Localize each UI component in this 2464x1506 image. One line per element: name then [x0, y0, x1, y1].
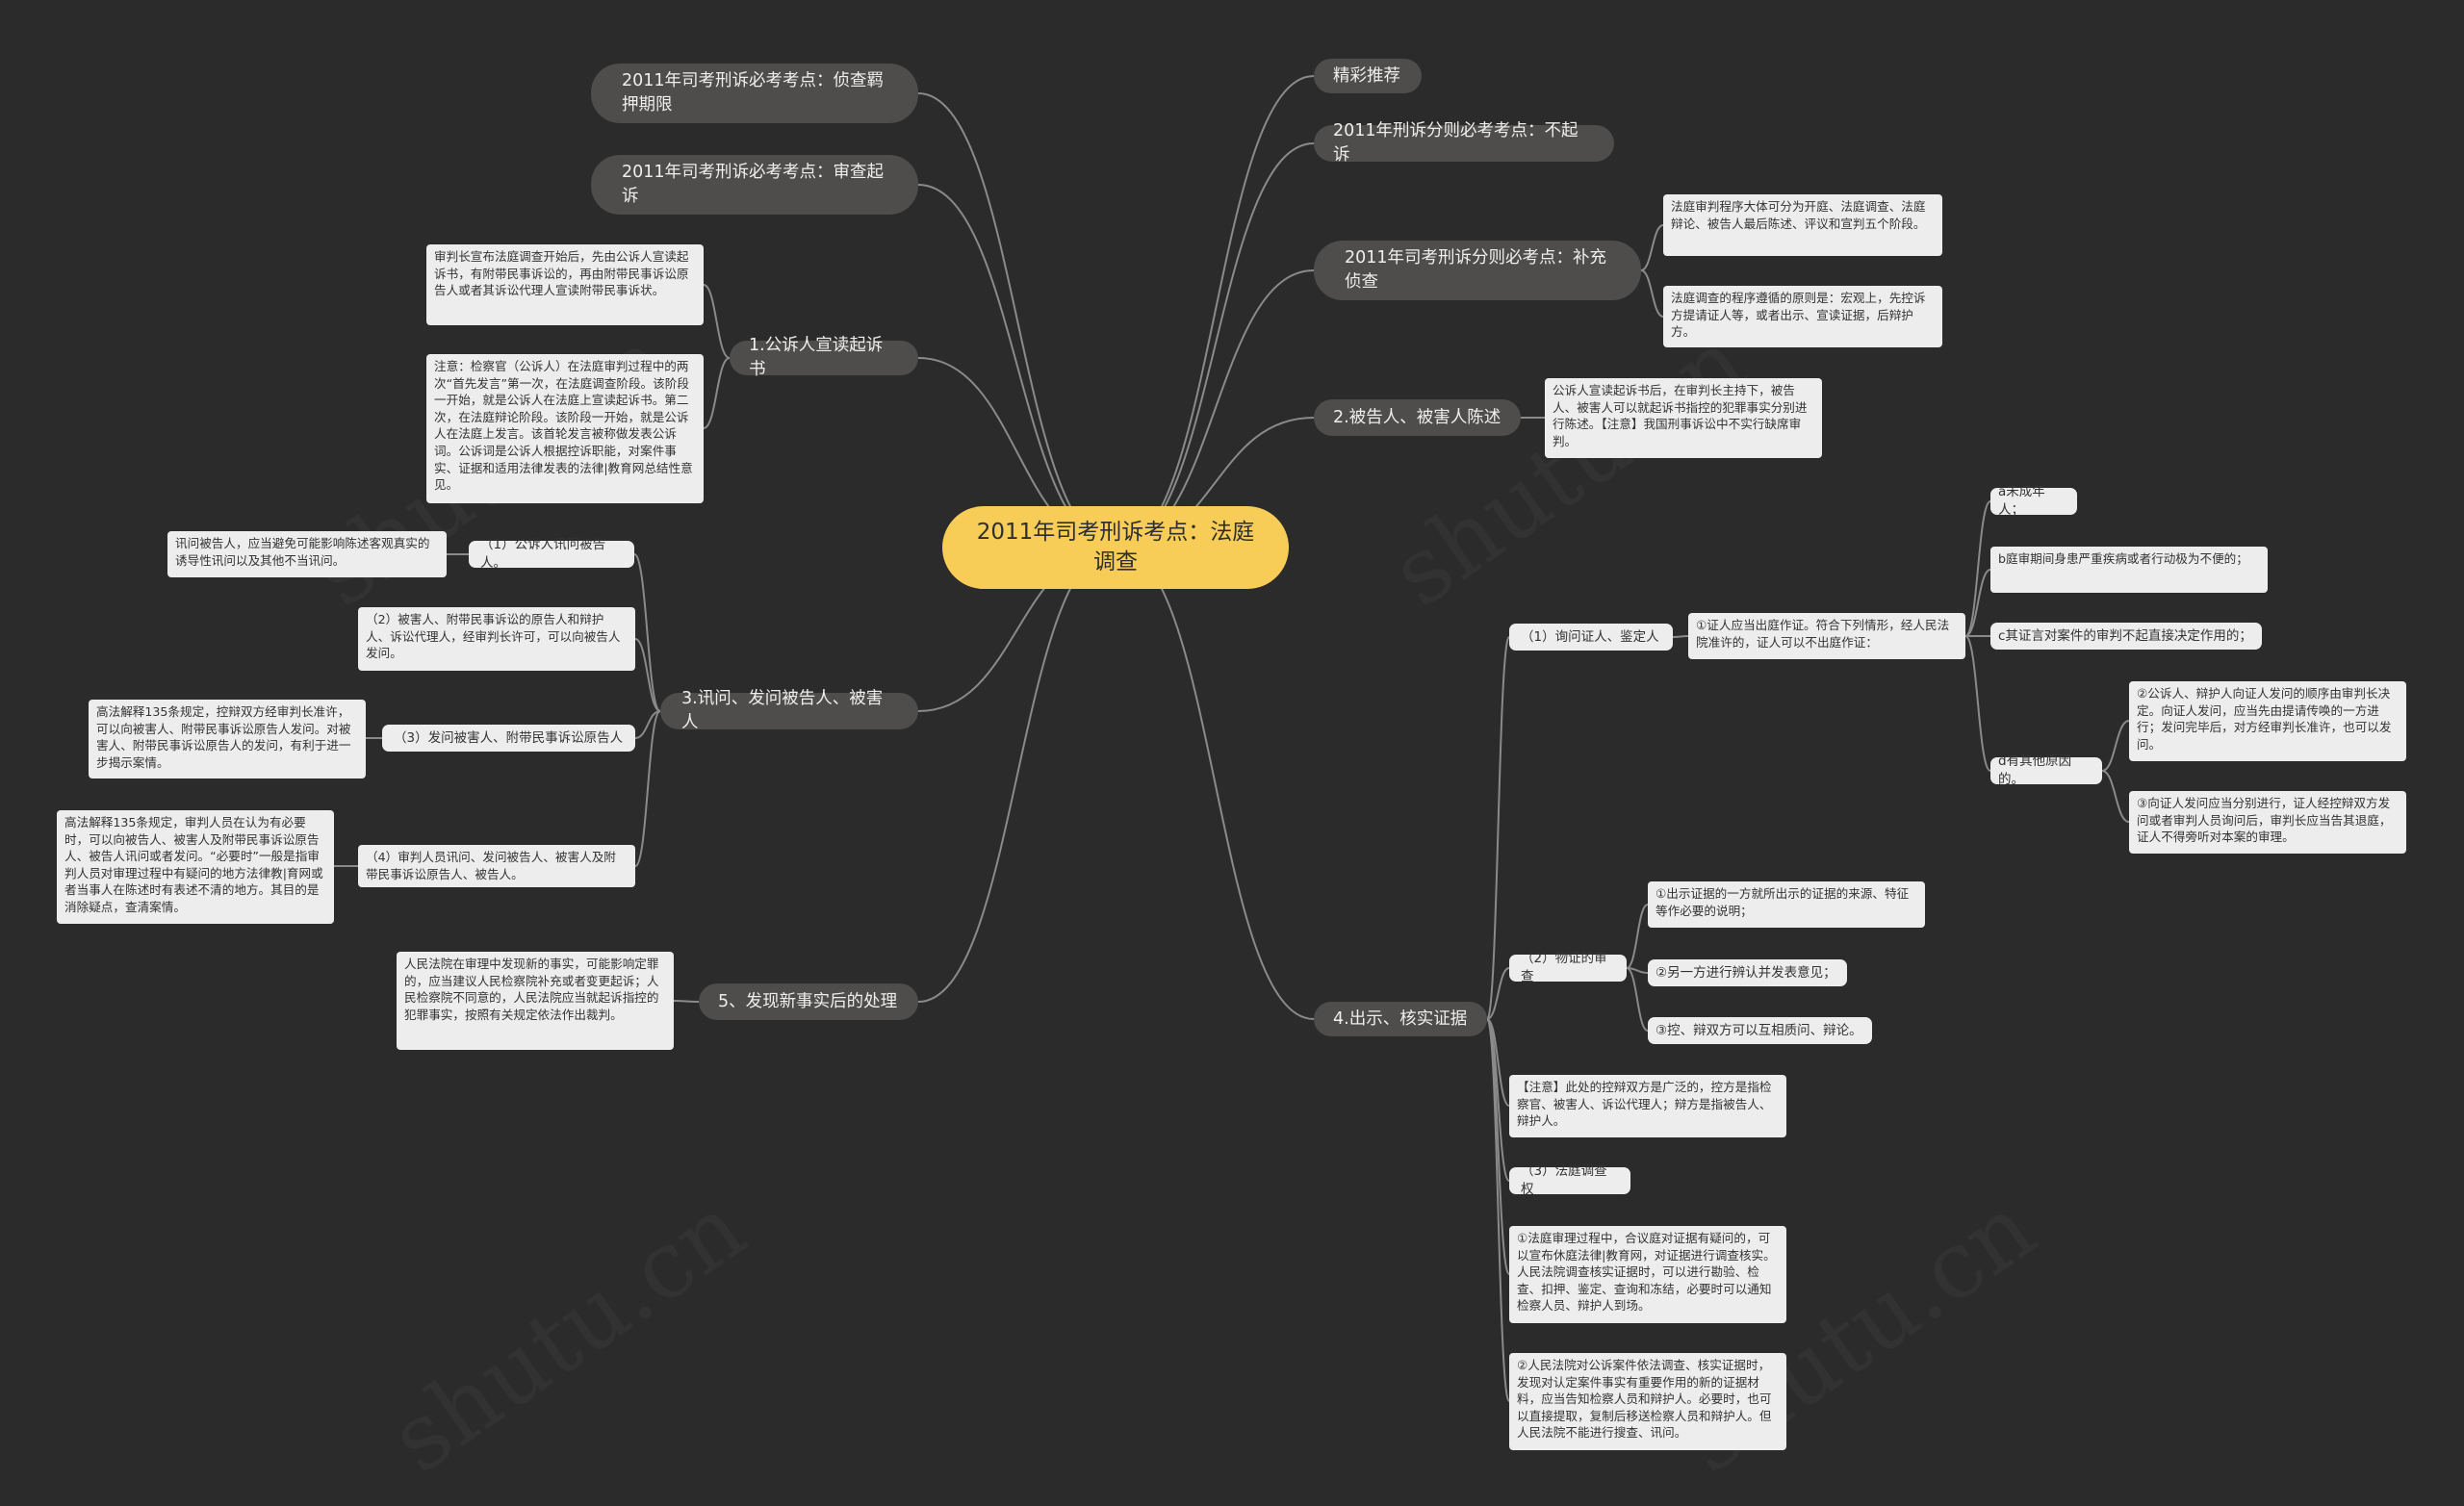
- link-recommend[interactable]: 精彩推荐: [1314, 59, 1422, 93]
- note-court-verify: ①法庭审理过程中，合议庭对证据有疑问的，可以宣布休庭法律|教育网，对证据进行调查…: [1509, 1226, 1786, 1323]
- item-victim-question[interactable]: （2）被害人、附带民事诉讼的原告人和辩护人、诉讼代理人，经审判长许可，可以向被告…: [358, 607, 635, 671]
- branch-new-facts[interactable]: 5、发现新事实后的处理: [699, 983, 918, 1020]
- item-minor[interactable]: a未成年人；: [1990, 484, 2077, 518]
- note-investigation-principle: 法庭调查的程序遵循的原则是：宏观上，先控诉方提请证人等，或者出示、宣读证据，后辩…: [1663, 286, 1942, 347]
- connector-28: [1486, 1018, 1510, 1402]
- note-present-evidence: ①出示证据的一方就所出示的证据的来源、特征等作必要的说明；: [1648, 881, 1925, 928]
- note-parties-definition: 【注意】此处的控辩双方是广泛的，控方是指检察官、被害人、诉讼代理人；辩方是指被告…: [1509, 1075, 1786, 1137]
- note-question-defendant: 讯问被告人，应当避免可能影响陈述客观真实的诱导性讯问以及其他不当讯问。: [167, 531, 447, 577]
- note-new-evidence: ②人民法院对公诉案件依法调查、核实证据时，发现对认定案件事实有重要作用的新的证据…: [1509, 1353, 1786, 1450]
- item-question-witnesses[interactable]: （1）询问证人、鉴定人: [1509, 624, 1673, 651]
- note-witness-must-testify: ①证人应当出庭作证。符合下列情形，经人民法院准许的，证人可以不出庭作证：: [1688, 613, 1965, 659]
- link-review-prosecution[interactable]: 2011年司考刑诉必考考点：审查起诉: [591, 155, 918, 215]
- item-question-defendant[interactable]: （1）公诉人讯问被告人。: [469, 537, 634, 571]
- note-trial-stages: 法庭审判程序大体可分为开庭、法庭调查、法庭辩论、被告人最后陈述、评议和宣判五个阶…: [1663, 194, 1942, 256]
- connector-35: [2101, 770, 2130, 823]
- connector-10: [703, 284, 731, 359]
- item-other-reasons[interactable]: d有其他原因的。: [1990, 753, 2102, 787]
- note-judge-question: 高法解释135条规定，审判人员在认为有必要时，可以向被告人、被害人及附带民事诉讼…: [57, 810, 334, 924]
- connector-14: [634, 710, 661, 739]
- branch-read-indictment[interactable]: 1.公诉人宣读起诉书: [730, 336, 918, 379]
- note-prosecutor-speeches: 注意：检察官（公诉人）在法庭审判过程中的两次“首先发言”第一次，在法庭调查阶段。…: [426, 354, 704, 503]
- note-separate-questioning: ③向证人发问应当分别进行，证人经控辩双方发问或者审判人员询问后，审判长应当告其退…: [2129, 791, 2406, 854]
- branch-questioning[interactable]: 3.讯问、发问被告人、被害人: [660, 689, 918, 732]
- item-court-investigation[interactable]: （3）法庭调查权: [1509, 1163, 1630, 1197]
- link-detention-period[interactable]: 2011年司考刑诉必考考点：侦查羁押期限: [591, 64, 918, 123]
- note-indictment-reading: 审判长宣布法庭调查开始后，先由公诉人宣读起诉书，有附带民事诉讼的，再由附带民事诉…: [426, 244, 704, 325]
- connector-21: [1640, 269, 1664, 318]
- note-statements: 公诉人宣读起诉书后，在审判长主持下，被告人、被害人可以就起诉书指控的犯罪事实分别…: [1545, 378, 1822, 458]
- connector-5: [1116, 75, 1315, 549]
- root-topic[interactable]: 2011年司考刑诉考点：法庭调查: [942, 506, 1289, 589]
- connector-13: [634, 638, 661, 712]
- connector-20: [1640, 224, 1664, 271]
- item-judge-question[interactable]: （4）审判人员讯问、发问被告人、被害人及附带民事诉讼原告人、被告人。: [358, 845, 635, 887]
- connector-31: [1964, 569, 1991, 637]
- connector-34: [2101, 720, 2130, 772]
- connector-6: [1116, 142, 1315, 549]
- item-serious-illness[interactable]: b庭审期间身患严重疾病或者行动极为不便的；: [1990, 547, 2268, 593]
- branch-evidence[interactable]: 4.出示、核实证据: [1314, 1002, 1487, 1036]
- item-question-victim[interactable]: （3）发问被害人、附带民事诉讼原告人: [382, 725, 635, 752]
- note-new-facts: 人民法院在审理中发现新的事实，可能影响定罪的，应当建议人民检察院补充或者变更起诉…: [397, 952, 674, 1050]
- connector-38: [1626, 967, 1649, 1032]
- note-question-order: ②公诉人、辩护人向证人发问的顺序由审判长决定。向证人发问，应当先由提请传唤的一方…: [2129, 681, 2406, 761]
- connector-23: [1486, 636, 1510, 1020]
- connector-29: [1672, 635, 1689, 638]
- note-question-victim: 高法解释135条规定，控辩双方经审判长准许，可以向被害人、附带民事诉讼原告人发问…: [89, 700, 366, 779]
- connector-30: [1964, 500, 1991, 637]
- connector-9: [1116, 547, 1315, 1020]
- connector-0: [917, 92, 1117, 549]
- connector-11: [703, 357, 731, 429]
- connector-12: [633, 553, 661, 712]
- connector-33: [1964, 635, 1991, 772]
- connector-1: [917, 184, 1117, 549]
- branch-statements[interactable]: 2.被告人、被害人陈述: [1314, 399, 1521, 436]
- connector-15: [634, 710, 661, 867]
- connector-4: [917, 547, 1117, 1003]
- item-physical-evidence[interactable]: （2）物证的审查: [1509, 951, 1627, 984]
- connector-36: [1626, 904, 1649, 969]
- item-identify-evidence[interactable]: ②另一方进行辨认并发表意见；: [1648, 959, 1847, 986]
- item-mutual-debate[interactable]: ③控、辩双方可以互相质问、辩论。: [1648, 1017, 1872, 1044]
- connector-19: [673, 1000, 700, 1003]
- link-supplementary-investigation[interactable]: 2011年司考刑诉分则必考点：补充侦查: [1314, 241, 1641, 300]
- item-testimony-not-decisive[interactable]: c其证言对案件的审判不起直接决定作用的；: [1990, 623, 2262, 650]
- connector-24: [1486, 967, 1510, 1020]
- link-non-prosecution[interactable]: 2011年刑诉分则必考考点：不起诉: [1314, 121, 1614, 165]
